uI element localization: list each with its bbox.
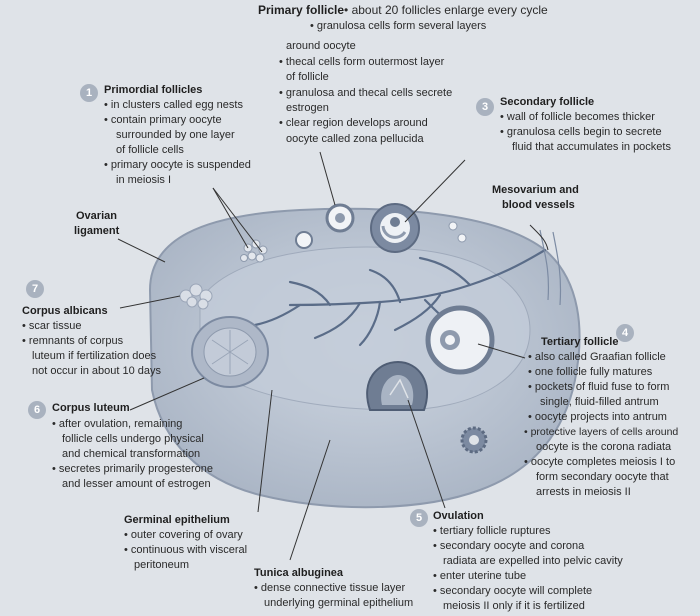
- tertiary-line-6: • protective layers of cells around: [524, 426, 679, 438]
- tertiary-line-8: • oocyte completes meiosis I to: [524, 456, 676, 468]
- leader-lines: [117, 151, 549, 561]
- primary-line-3: • thecal cells form outermost layer: [279, 56, 445, 68]
- primary-follicles: [295, 203, 355, 249]
- ovulation-title: Ovulation: [433, 510, 484, 522]
- luteum-title: Corpus luteum: [52, 402, 130, 414]
- primary-line-2: around oocyte: [286, 40, 356, 52]
- albicans-line-2: • remnants of corpus: [22, 335, 124, 347]
- luteum-number-badge: 6: [28, 401, 46, 419]
- primordial-number-badge: 1: [80, 84, 98, 102]
- primary-line-8: oocyte called zona pellucida: [286, 133, 424, 145]
- albicans-title: Corpus albicans: [22, 305, 108, 317]
- ovulating-follicle: [366, 360, 429, 411]
- luteum-line-5: and lesser amount of estrogen: [62, 478, 211, 490]
- tertiary-title: Tertiary follicle: [541, 336, 619, 348]
- luteum-line-2: follicle cells undergo physical: [62, 433, 204, 445]
- secondary-line-2: • granulosa cells begin to secrete: [500, 126, 662, 138]
- germinal-line-3: peritoneum: [134, 559, 190, 571]
- luteum-line-3: and chemical transformation: [62, 448, 201, 460]
- primordial-line-6: in meiosis I: [116, 174, 172, 186]
- primordial-line-1: • in clusters called egg nests: [104, 99, 243, 111]
- primary-line-6: estrogen: [286, 102, 329, 114]
- primary-title: Primary follicle: [258, 3, 345, 17]
- albicans-number-badge: 7: [26, 280, 44, 298]
- tertiary-line-7: oocyte is the corona radiata: [536, 441, 672, 453]
- tunica-line-1: • dense connective tissue layer: [254, 582, 406, 594]
- released-oocyte: [460, 426, 488, 454]
- primary-line-4: of follicle: [286, 71, 329, 83]
- tertiary-number-badge: 4: [616, 324, 634, 342]
- secondary-follicle: [370, 203, 420, 253]
- corpus-albicans: [179, 283, 213, 310]
- primary-line-5: • granulosa and thecal cells secrete: [279, 87, 453, 99]
- albicans-line-3: luteum if fertilization does: [32, 350, 157, 362]
- luteum-line-4: • secretes primarily progesterone: [52, 463, 213, 475]
- primary-line-7: • clear region develops around: [279, 117, 428, 129]
- ovulation-line-4: • enter uterine tube: [433, 570, 527, 582]
- tunica-line-2: underlying germinal epithelium: [264, 597, 414, 609]
- luteum-line-1: • after ovulation, remaining: [52, 418, 183, 430]
- corpus-luteum: [191, 316, 269, 388]
- ovulation-line-2: • secondary oocyte and corona: [433, 540, 585, 552]
- tertiary-line-3: • pockets of fluid fuse to form: [528, 381, 670, 393]
- albicans-line-4: not occur in about 10 days: [32, 365, 162, 377]
- tertiary-follicle: [425, 305, 495, 375]
- germinal-line-2: • continuous with visceral: [124, 544, 248, 556]
- primordial-line-4: of follicle cells: [116, 144, 184, 156]
- primordial-line-5: • primary oocyte is suspended: [104, 159, 251, 171]
- tunica-title: Tunica albuginea: [254, 567, 344, 579]
- ovulation-line-1: • tertiary follicle ruptures: [433, 525, 551, 537]
- tertiary-line-5: • oocyte projects into antrum: [528, 411, 667, 423]
- secondary-number-badge: 3: [476, 98, 494, 116]
- ovulation-number-badge: 5: [410, 509, 428, 527]
- albicans-line-1: • scar tissue: [22, 320, 82, 332]
- tertiary-line-4: single, fluid-filled antrum: [540, 396, 659, 408]
- secondary-line-1: • wall of follicle becomes thicker: [500, 111, 655, 123]
- primary-line-1: • granulosa cells form several layers: [310, 20, 487, 32]
- secondary-line-3: fluid that accumulates in pockets: [512, 141, 671, 153]
- tertiary-line-1: • also called Graafian follicle: [528, 351, 666, 363]
- ovulation-line-3: radiata are expelled into pelvic cavity: [443, 555, 623, 567]
- ovulation-line-6: meiosis II only if it is fertilized: [443, 600, 585, 612]
- primary-subtitle: about 20 follicles enlarge every cycle: [348, 3, 548, 17]
- mesovarium-line-1: Mesovarium and: [492, 184, 579, 196]
- primordial-line-3: surrounded by one layer: [116, 129, 235, 141]
- primary-bullet: •: [344, 3, 349, 17]
- germinal-line-1: • outer covering of ovary: [124, 529, 243, 541]
- tertiary-line-10: arrests in meiosis II: [536, 486, 631, 498]
- tertiary-line-2: • one follicle fully matures: [528, 366, 653, 378]
- germinal-title: Germinal epithelium: [124, 514, 230, 526]
- ovarian-ligament-line-2: ligament: [74, 225, 120, 237]
- ovarian-ligament-line-1: Ovarian: [76, 210, 117, 222]
- tertiary-line-9: form secondary oocyte that: [536, 471, 669, 483]
- primordial-title: Primordial follicles: [104, 84, 203, 96]
- secondary-title: Secondary follicle: [500, 96, 595, 108]
- mesovarium-line-2: blood vessels: [502, 199, 575, 211]
- primordial-line-2: • contain primary oocyte: [104, 114, 222, 126]
- ovulation-line-5: • secondary oocyte will complete: [433, 585, 593, 597]
